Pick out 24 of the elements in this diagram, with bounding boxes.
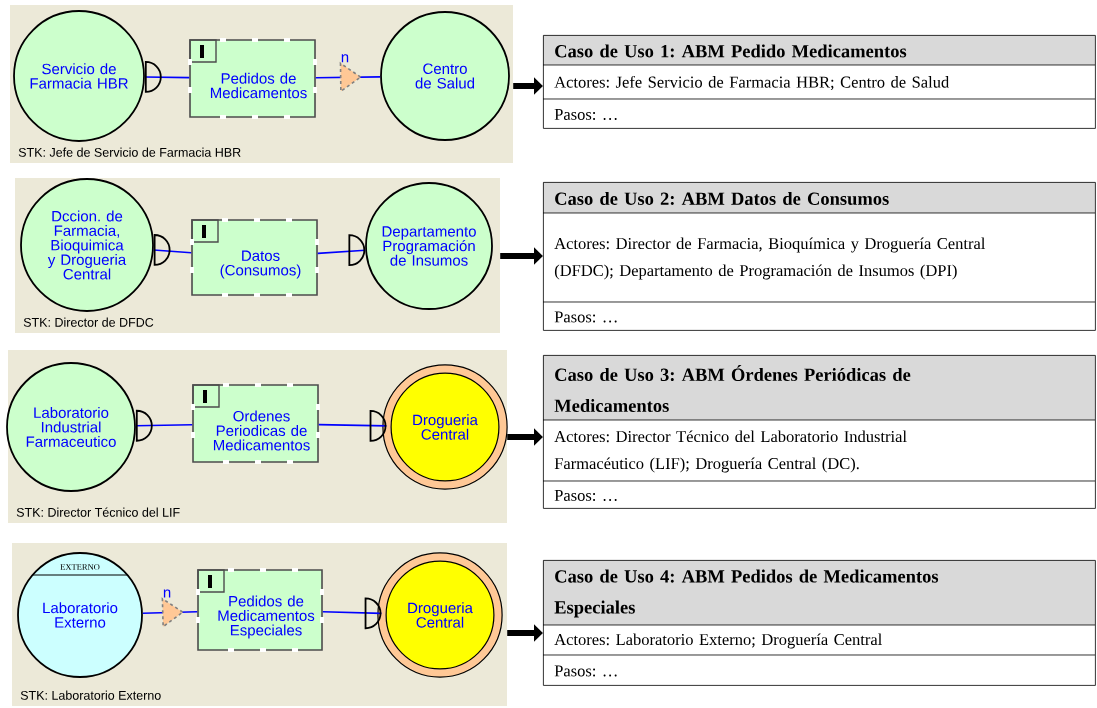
connector bbox=[318, 410, 388, 442]
circle-node: Drogueria Central bbox=[377, 552, 503, 678]
circle-node: Laboratorio Industrial Farmaceutico bbox=[6, 362, 136, 492]
data-box: Pedidos de Medicamentos bbox=[188, 38, 317, 119]
circle-node: Centro de Salud bbox=[380, 11, 510, 141]
connector bbox=[315, 61, 381, 93]
data-box: Datos (Consumos) bbox=[190, 218, 319, 297]
connector bbox=[317, 234, 367, 267]
edge-label: n bbox=[341, 54, 349, 63]
circle-node: Dccion. de Farmacia, Bioquimica y Drogueria Central bbox=[20, 178, 154, 312]
use-case-table: Caso de Uso 1: ABM Pedido Medicamentos Actores: Jefe Servicio de Farmacia HBR; Centro de Salud Pasos: … bbox=[542, 35, 1096, 129]
connector bbox=[152, 234, 192, 266]
circle-node: EXTERNO Laboratorio Externo bbox=[17, 552, 143, 678]
data-box: Ordenes Periodicas de Medicamentos bbox=[191, 383, 320, 464]
circle-node: Departamento Programación de Insumos bbox=[365, 182, 493, 310]
use-case-table: Caso de Uso 4: ABM Pedidos de Medicamentos Especiales Actores: Laboratorio Externo; Droguería Central Pasos: … bbox=[542, 560, 1096, 686]
connector bbox=[144, 61, 190, 93]
connector bbox=[322, 597, 383, 630]
use-case-table: Caso de Uso 3: ABM Órdenes Periódicas de Medicamentos Actores: Director Técnico del Laboratorio Industrial Farmacéutico (LIF); Droguería Central (DC). Pasos: … bbox=[542, 355, 1096, 509]
circle-node: Servicio de Farmacia HBR bbox=[13, 10, 145, 142]
use-case-table: Caso de Uso 2: ABM Datos de Consumos Actores: Director de Farmacia, Bioquímica y Droguería Central (DFDC); Departamento de Programación de Insumos (DPI) Pasos: … bbox=[542, 182, 1096, 331]
data-box: Pedidos de Medicamentos Especiales bbox=[196, 568, 324, 652]
connector bbox=[135, 409, 193, 442]
edge-label: n bbox=[163, 589, 171, 598]
